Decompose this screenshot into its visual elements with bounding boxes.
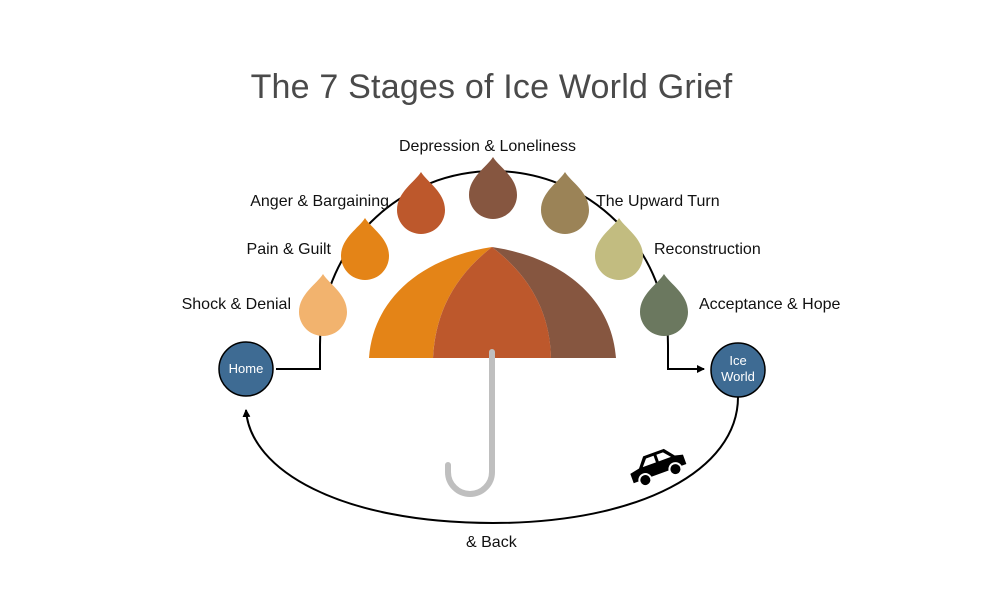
umbrella-canopy-left — [369, 247, 492, 358]
stage-label-upward: The Upward Turn — [596, 193, 720, 210]
umbrella-handle — [445, 349, 495, 497]
stage-drop-pain-icon — [341, 218, 389, 280]
umbrella-canopy-right — [492, 247, 616, 358]
ice-world-node — [710, 342, 766, 398]
stage-label-shock: Shock & Denial — [181, 296, 291, 313]
umbrella-icon — [369, 239, 616, 497]
stage-drop-shock-icon — [299, 274, 347, 336]
stage-label-acceptance: Acceptance & Hope — [699, 296, 841, 313]
ice-world-label-line1: Ice — [729, 353, 747, 368]
stage-drop-acceptance-icon — [640, 274, 688, 336]
car-icon — [630, 448, 687, 488]
stage-drop-upward-icon — [541, 172, 589, 234]
home-node — [218, 341, 274, 397]
stage-label-anger: Anger & Bargaining — [250, 193, 389, 210]
stage-drop-reconstruction-icon — [595, 218, 643, 280]
return-loop — [242, 396, 739, 525]
ice-world-label-line2: World — [721, 369, 755, 384]
ice-world-label: Ice World — [711, 353, 765, 385]
stage-drop-depression-icon — [469, 157, 517, 219]
return-label: & Back — [466, 534, 517, 551]
stage-label-depression: Depression & Loneliness — [399, 138, 576, 155]
stage-label-reconstruction: Reconstruction — [654, 241, 761, 258]
stage-drop-anger-icon — [397, 172, 445, 234]
diagram-title: The 7 Stages of Ice World Grief — [250, 68, 733, 106]
umbrella-canopy-center — [433, 247, 551, 358]
home-label: Home — [228, 361, 264, 376]
stage-label-pain: Pain & Guilt — [246, 241, 331, 258]
